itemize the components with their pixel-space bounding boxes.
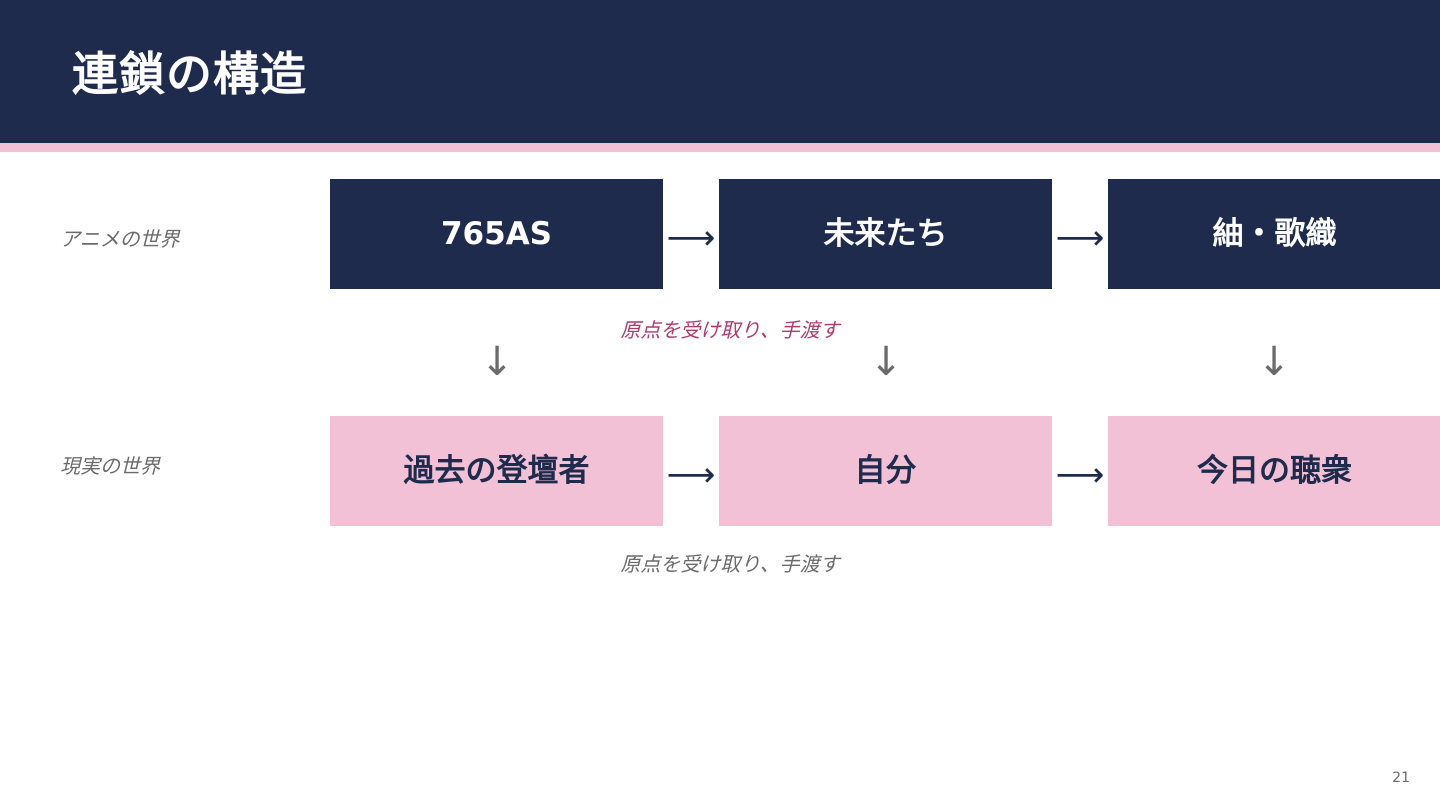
real-box-self: 自分: [719, 416, 1052, 526]
real-row-note: 原点を受け取り、手渡す: [620, 552, 840, 576]
anime-box-tsumugi-kaori: 紬・歌織: [1108, 179, 1440, 289]
slide-title: 連鎖の構造: [72, 47, 307, 101]
down-arrow-icon: ↓: [480, 339, 514, 385]
header-bar: [0, 0, 1440, 143]
header-accent-stripe: [0, 143, 1440, 152]
anime-box-765as: 765AS: [330, 179, 663, 289]
right-arrow-icon: ⟶: [1055, 218, 1105, 258]
page-number: 21: [1392, 770, 1410, 786]
row-label-anime: アニメの世界: [60, 227, 180, 251]
anime-box-mirai: 未来たち: [719, 179, 1052, 289]
right-arrow-icon: ⟶: [666, 455, 716, 495]
down-arrow-icon: ↓: [1257, 339, 1291, 385]
real-box-past-speakers: 過去の登壇者: [330, 416, 663, 526]
down-arrow-icon: ↓: [869, 339, 903, 385]
row-label-real: 現実の世界: [60, 454, 160, 478]
right-arrow-icon: ⟶: [666, 218, 716, 258]
right-arrow-icon: ⟶: [1055, 455, 1105, 495]
real-box-audience: 今日の聴衆: [1108, 416, 1440, 526]
anime-row-note: 原点を受け取り、手渡す: [620, 318, 840, 342]
